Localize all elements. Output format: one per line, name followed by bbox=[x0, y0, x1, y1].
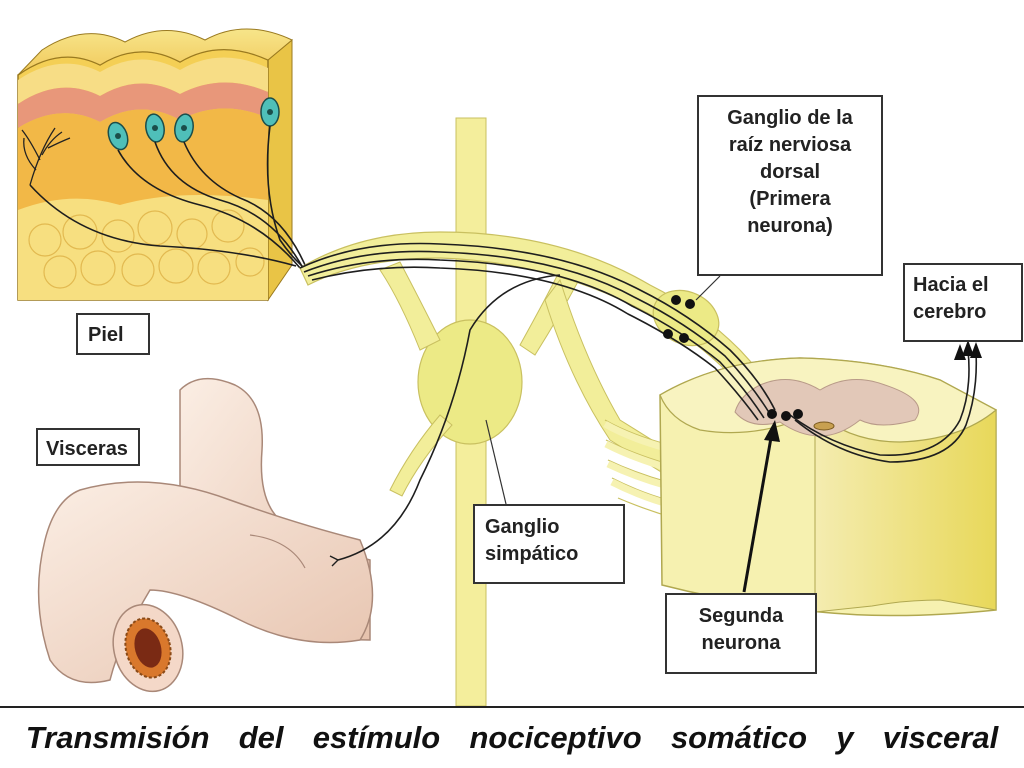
caption: Transmisión del estímulo nociceptivo som… bbox=[25, 720, 999, 755]
label-sympathetic-ganglion-text: Ganglio simpático bbox=[485, 516, 579, 565]
second-neuron-arrow bbox=[742, 420, 780, 593]
neuron-dots bbox=[663, 295, 803, 421]
label-skin: Piel bbox=[76, 313, 150, 355]
label-viscera-text: Visceras bbox=[46, 438, 128, 460]
skin-block bbox=[17, 28, 313, 302]
label-viscera: Visceras bbox=[36, 428, 140, 466]
spinal-cord bbox=[659, 357, 998, 617]
sensory-fibers bbox=[299, 242, 978, 463]
label-second-neuron-text: Segunda neurona bbox=[698, 605, 784, 654]
label-dorsal-root-ganglion: Ganglio de la raíz nerviosa dorsal (Prim… bbox=[697, 95, 883, 276]
label-dorsal-root-ganglion-text: Ganglio de la raíz nerviosa dorsal (Prim… bbox=[727, 107, 853, 237]
arrow-up-icon bbox=[954, 340, 982, 360]
receptor-icon bbox=[107, 97, 280, 151]
label-skin-text: Piel bbox=[88, 324, 124, 346]
label-toward-brain-text: Hacia el cerebro bbox=[913, 274, 989, 323]
sympathetic-trunk bbox=[379, 117, 581, 707]
label-toward-brain: Hacia el cerebro bbox=[903, 263, 1023, 342]
intestine bbox=[37, 274, 561, 693]
leader-lines bbox=[485, 275, 721, 505]
label-sympathetic-ganglion: Ganglio simpático bbox=[473, 504, 625, 584]
caption-bar: Transmisión del estímulo nociceptivo som… bbox=[0, 706, 1024, 768]
label-second-neuron: Segunda neurona bbox=[665, 593, 817, 674]
